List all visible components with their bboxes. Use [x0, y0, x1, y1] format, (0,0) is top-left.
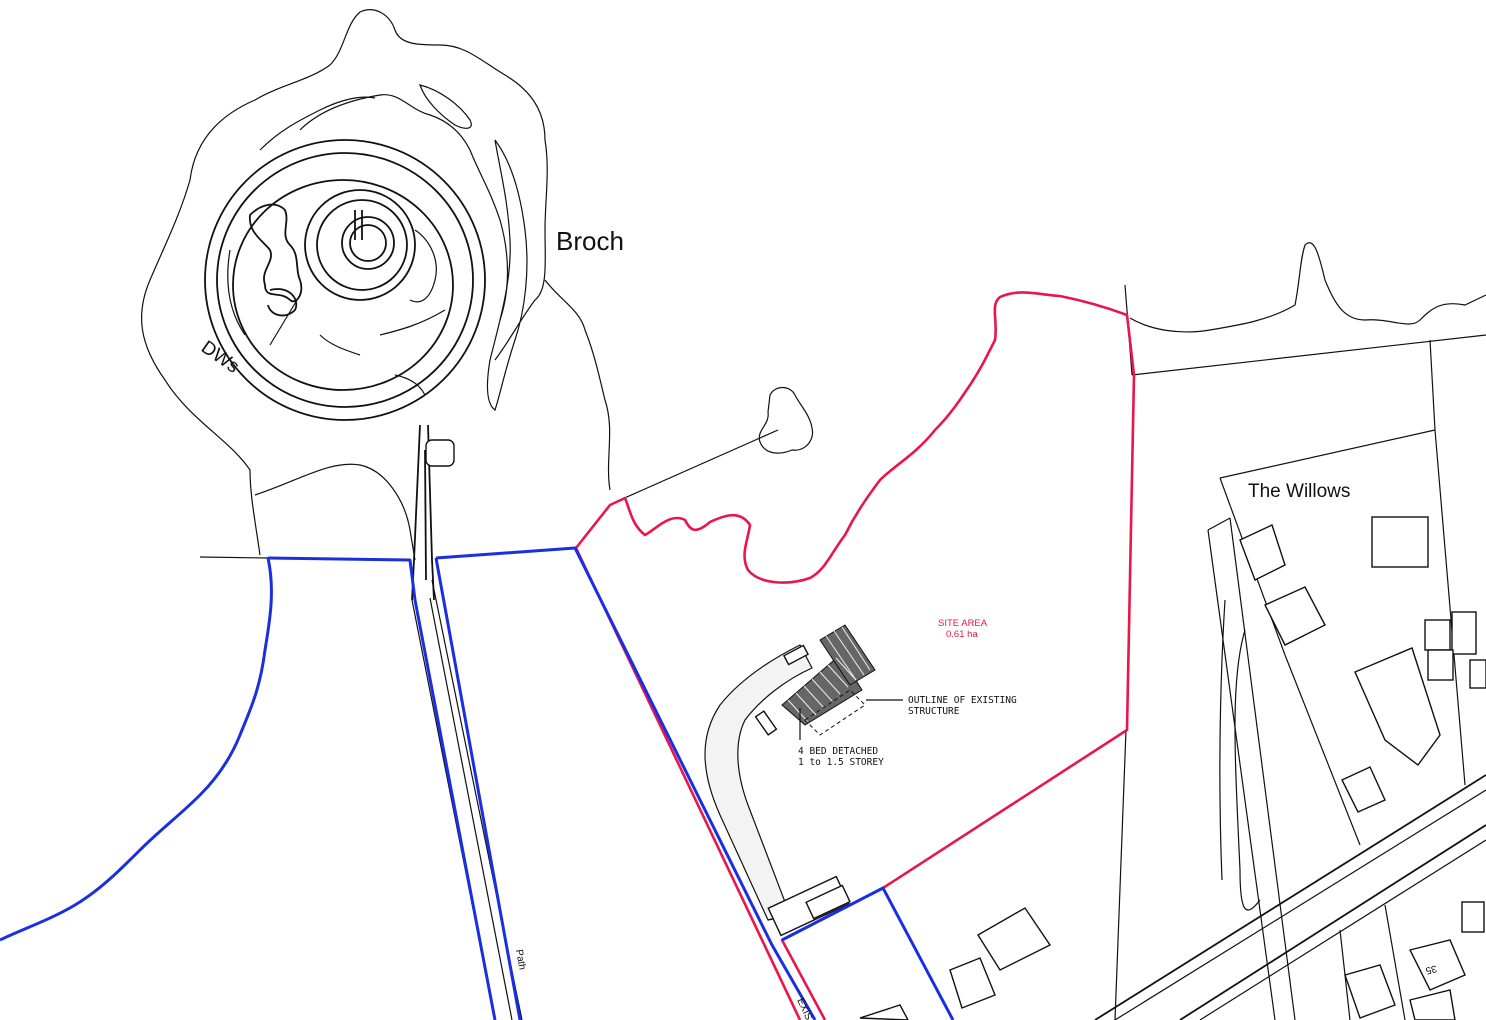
house-number-label: 35 [1424, 962, 1438, 976]
path-label: Path [513, 949, 527, 971]
house-type-label-1: 4 BED DETACHED [798, 746, 878, 757]
proposed-access-drive [704, 644, 851, 937]
house-type-label-2: 1 to 1.5 STOREY [798, 757, 884, 768]
existing-structure-label-2: STRUCTURE [908, 706, 960, 717]
broch-label: Broch [556, 226, 624, 256]
proposed-house [754, 624, 903, 740]
existing-structure-label-1: OUTLINE OF EXISTING [908, 695, 1017, 706]
neighbour-buildings [859, 516, 1486, 1020]
the-willows-label: The Willows [1248, 481, 1350, 502]
site-boundary [574, 291, 1136, 1020]
site-area-value: 0.61 ha [946, 629, 978, 640]
field-boundaries [199, 242, 1486, 1020]
rock-outcrop [619, 386, 814, 501]
site-area-title: SITE AREA [938, 618, 988, 629]
broch-mound [140, 9, 611, 561]
ownership-boundary [0, 546, 955, 1020]
